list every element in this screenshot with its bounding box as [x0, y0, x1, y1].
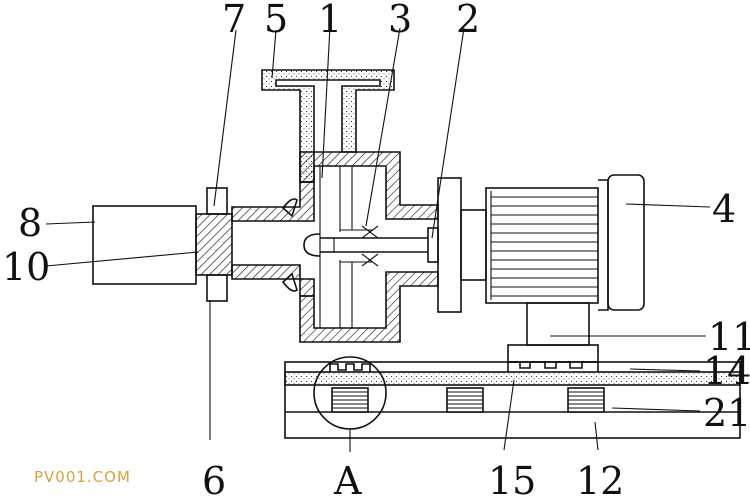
motor-support [507, 302, 599, 363]
pump-housing [231, 69, 439, 343]
label-a: A [333, 459, 362, 503]
label-14: 14 [703, 349, 750, 393]
spring-a [331, 387, 369, 413]
label-8: 8 [18, 201, 42, 245]
label-2: 2 [456, 0, 480, 41]
label-15: 15 [488, 459, 536, 503]
label-12: 12 [576, 459, 624, 503]
label-3: 3 [388, 0, 412, 41]
spring-c [567, 387, 605, 413]
damper-springs [331, 387, 605, 413]
motor-mount-teeth [507, 361, 599, 372]
label-21: 21 [703, 391, 750, 435]
label-11: 11 [708, 315, 750, 359]
pump-mount-teeth [329, 363, 371, 372]
flange-and-shaft [320, 177, 487, 313]
cylinder-block [92, 205, 197, 285]
label-5: 5 [264, 0, 288, 41]
motor [485, 174, 645, 311]
spring-b [446, 387, 484, 413]
label-6: 6 [202, 459, 226, 503]
inlet-flange [195, 187, 233, 302]
label-4: 4 [712, 187, 736, 231]
label-1: 1 [318, 0, 342, 41]
label-10: 10 [2, 245, 50, 289]
watermark: PV001.COM [34, 468, 131, 486]
label-7: 7 [222, 0, 246, 41]
leader-lines [45, 25, 711, 452]
